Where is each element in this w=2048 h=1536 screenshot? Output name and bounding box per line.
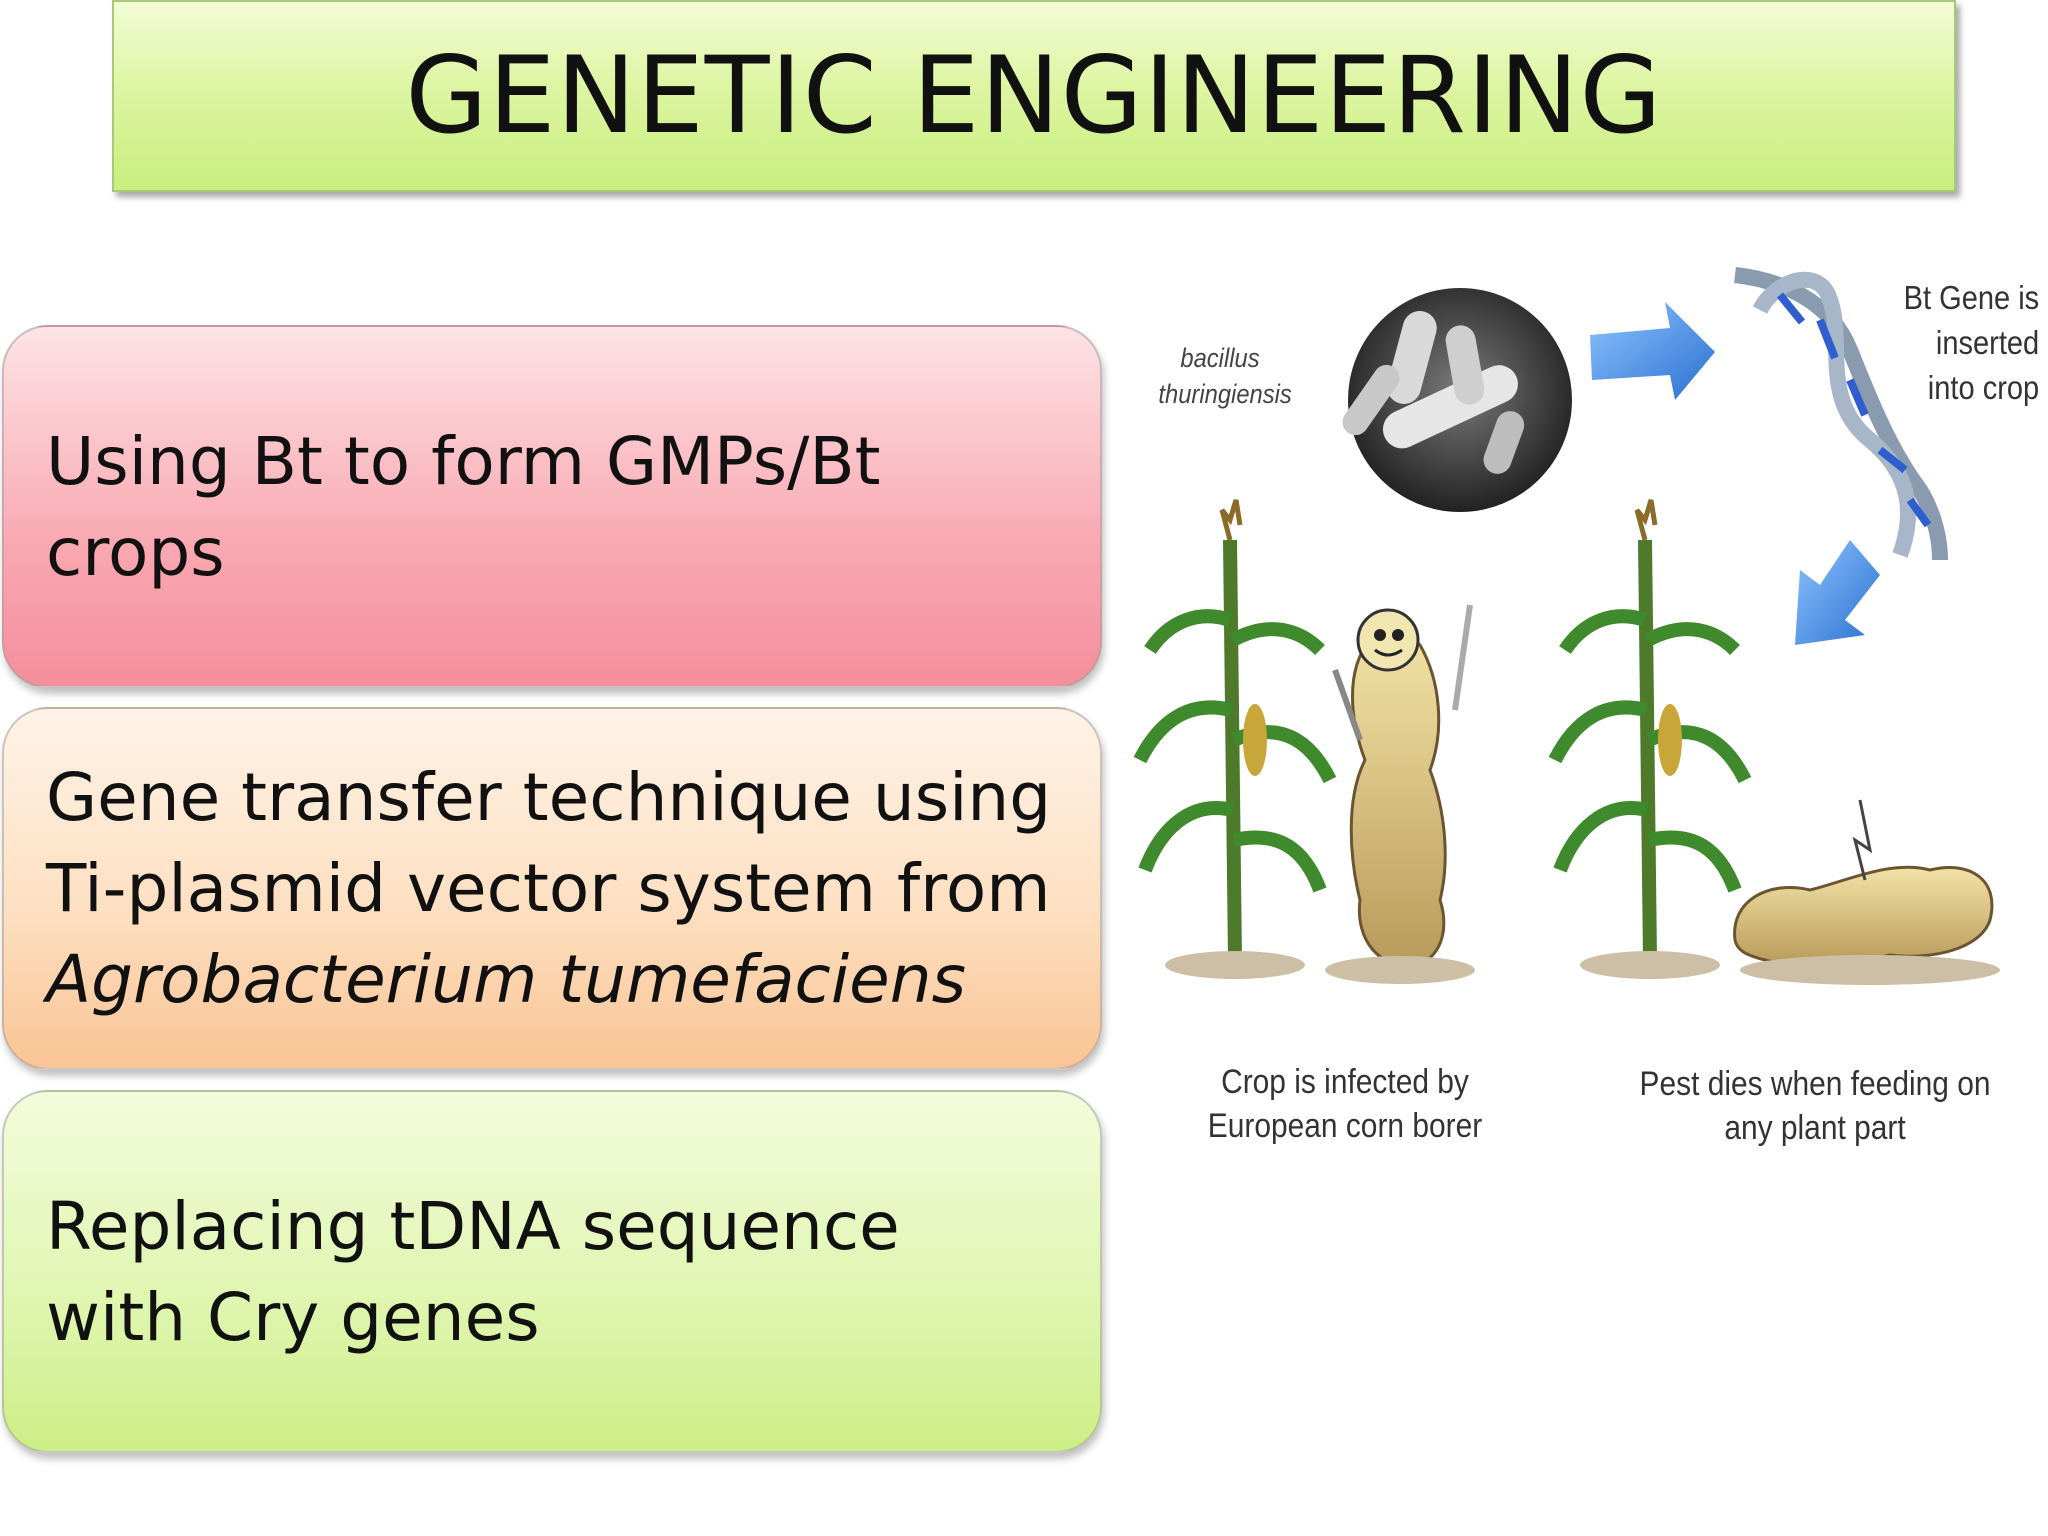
label-bt-gene-line1: Bt Gene is <box>1903 279 2040 316</box>
corn-borer-larva-left <box>1325 604 1475 984</box>
corn-plant-right <box>1548 499 1752 979</box>
label-bacillus-line1: bacillus <box>1180 343 1260 373</box>
caption-crop-infected: Crop is infected by European corn borer <box>1195 1060 1494 1148</box>
label-bacillus: bacillus thuringiensis <box>1158 340 1292 412</box>
label-bt-gene-line2: inserted <box>1935 324 2040 361</box>
slide-title: GENETIC ENGINEERING <box>405 34 1663 157</box>
corn-plant-left <box>1133 499 1337 979</box>
caption-crop-infected-line2: European corn borer <box>1207 1107 1483 1145</box>
caption-pest-dies: Pest dies when feeding on any plant part <box>1617 1062 2013 1150</box>
caption-pest-dies-line1: Pest dies when feeding on <box>1639 1065 1991 1103</box>
label-bt-gene-line3: into crop <box>1927 369 2040 406</box>
label-bacillus-line2: thuringiensis <box>1158 379 1292 409</box>
point-text-cry-genes: Replacing tDNA sequence with Cry genes <box>46 1187 900 1356</box>
point-text-ti-plasmid-plain: Gene transfer technique using Ti-plasmid… <box>46 759 1052 927</box>
point-text-agrobacterium: Agrobacterium tumefaciens <box>46 941 966 1018</box>
point-box-cry-genes: Replacing tDNA sequence with Cry genes <box>2 1090 1102 1453</box>
point-text-bt-crops: Using Bt to form GMPs/Bt crops <box>46 422 881 591</box>
point-text-ti-plasmid: Gene transfer technique using Ti-plasmid… <box>46 752 1060 1025</box>
label-bt-gene: Bt Gene is inserted into crop <box>1881 275 2040 410</box>
arrow-down-left-icon <box>1795 540 1880 645</box>
dna-helix-icon <box>1734 267 1948 561</box>
caption-crop-infected-line1: Crop is infected by <box>1221 1063 1469 1101</box>
title-banner: GENETIC ENGINEERING <box>112 0 1956 192</box>
arrow-right-icon <box>1590 302 1715 400</box>
bacteria-micrograph <box>1342 288 1572 512</box>
bt-crop-illustration: bacillus thuringiensis Bt Gene is insert… <box>1130 240 2048 1180</box>
caption-pest-dies-line2: any plant part <box>1724 1109 1906 1147</box>
point-box-bt-crops: Using Bt to form GMPs/Bt crops <box>2 325 1102 688</box>
dead-larva-right <box>1733 799 2000 985</box>
point-box-ti-plasmid: Gene transfer technique using Ti-plasmid… <box>2 707 1102 1070</box>
